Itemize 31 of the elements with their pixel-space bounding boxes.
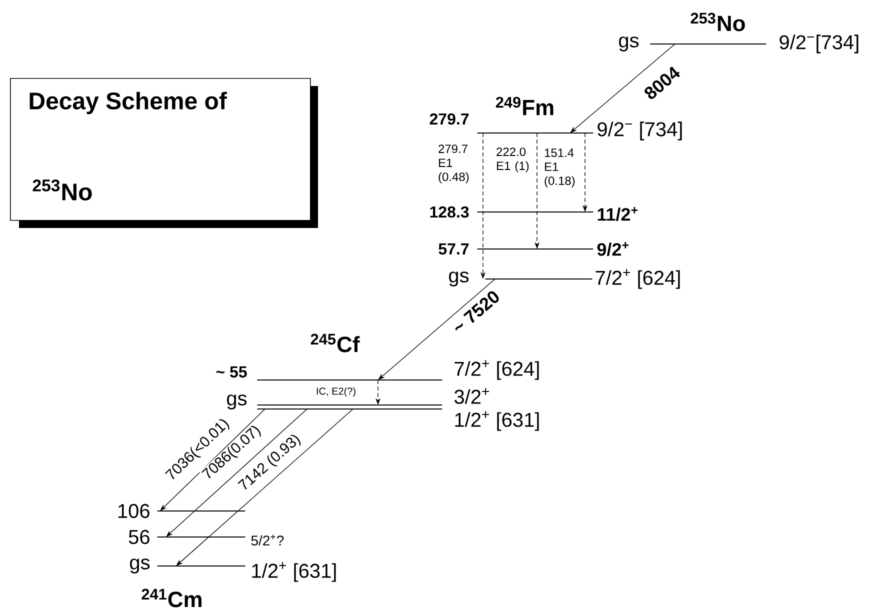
- spin-label: 3/2$^{+}$: [454, 388, 489, 404]
- energy-label: gs: [130, 558, 150, 574]
- energy-label: gs: [619, 36, 639, 52]
- energy-label: 279.7: [430, 113, 469, 125]
- spin-label: 9/2$^{+}$: [597, 242, 629, 256]
- spin-label: 7/2$^{+}$ [624]: [596, 269, 680, 289]
- energy-label: ~ 55: [216, 366, 247, 378]
- decay-arrow: [570, 44, 676, 133]
- spin-label: 1/2$^{+}$ [631]: [455, 411, 539, 431]
- nuclide-label: $^{249}$Fm: [496, 96, 554, 116]
- spin-label: 7/2$^{+}$ [624]: [454, 360, 539, 380]
- nuclide-label: $^{241}$Cm: [142, 588, 202, 608]
- spin-label: 9/2$^{−}$[734]: [780, 34, 858, 54]
- title-box: Decay Scheme of $^{253}$No: [10, 78, 318, 228]
- energy-label: gs: [449, 272, 469, 286]
- energy-label: gs: [227, 394, 247, 410]
- energy-label: 56: [128, 530, 150, 544]
- spin-label: 5/2$^{+}$?: [251, 534, 284, 546]
- edge-label: 151.4 E1 (0.18): [543, 148, 581, 188]
- spin-label: 1/2$^{+}$ [631]: [252, 562, 336, 582]
- energy-label: 57.7: [438, 243, 469, 255]
- spin-label: 9/2$^{−}$ [734]: [598, 122, 682, 140]
- edge-label: IC, E2(?): [315, 386, 357, 398]
- nuclide-label: $^{253}$No: [690, 12, 745, 32]
- nuclide-label: $^{245}$Cf: [310, 334, 360, 352]
- spin-label: 11/2$^{+}$: [598, 207, 638, 222]
- decay-arrow: [378, 278, 496, 380]
- edge-label: 279.7 E1 (0.48): [437, 144, 475, 184]
- energy-label: 106: [118, 504, 150, 518]
- edge-label: 222.0 E1 (1): [495, 146, 533, 174]
- energy-label: 128.3: [430, 206, 469, 218]
